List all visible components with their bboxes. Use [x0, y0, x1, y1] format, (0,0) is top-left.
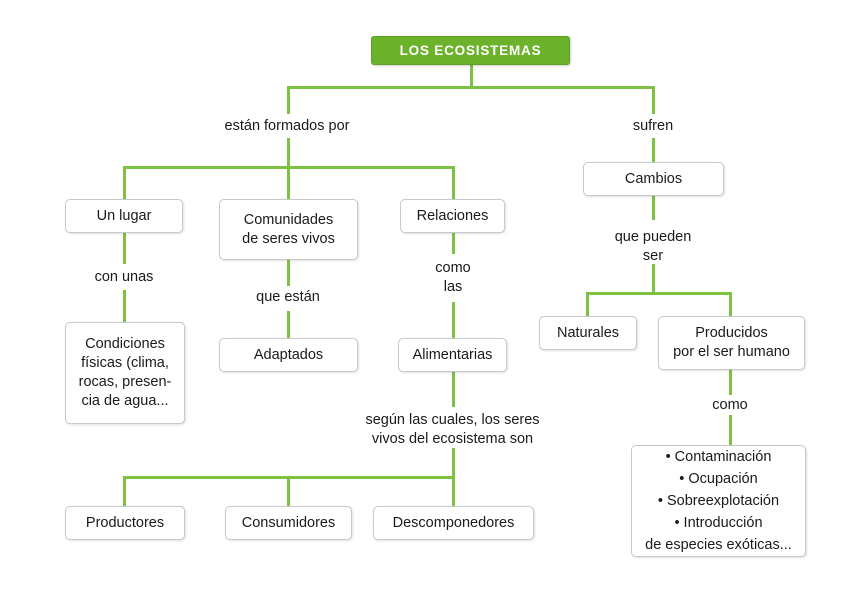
node-consumidores[interactable]: Consumidores — [225, 506, 352, 540]
caption-con-unas: con unas — [94, 269, 154, 285]
connector-relaciones-down — [452, 232, 455, 254]
connector-comunidades-down — [287, 259, 290, 286]
connector-segun-down — [452, 448, 455, 477]
connector-root-stem — [470, 64, 473, 88]
connector-con-unas-down — [123, 290, 126, 323]
connector-to-relaciones — [452, 166, 455, 199]
caption-como-las: como las — [435, 260, 471, 295]
connector-cambios-down — [652, 196, 655, 220]
connector-top-split-bar — [287, 86, 655, 89]
connector-to-comunidades — [287, 166, 290, 199]
connector-right-branch-down — [652, 86, 655, 114]
connector-formados-to-split — [287, 138, 290, 168]
node-adaptados[interactable]: Adaptados — [219, 338, 358, 372]
connector-quepueden-down — [652, 264, 655, 293]
node-root-los-ecosistemas[interactable]: LOS ECOSISTEMAS — [371, 36, 570, 65]
connector-to-descomponedores — [452, 476, 455, 506]
node-alimentarias[interactable]: Alimentarias — [398, 338, 507, 372]
caption-que-estan: que están — [256, 289, 320, 305]
node-naturales[interactable]: Naturales — [539, 316, 637, 350]
node-condiciones-fisicas[interactable]: Condiciones físicas (clima, rocas, prese… — [65, 322, 185, 424]
caption-estan-formados-por: están formados por — [224, 118, 350, 134]
node-producidos-por-el-ser-humano[interactable]: Producidos por el ser humano — [658, 316, 805, 370]
connector-un-lugar-down — [123, 232, 126, 264]
node-descomponedores[interactable]: Descomponedores — [373, 506, 534, 540]
caption-sufren: sufren — [632, 118, 674, 134]
connector-to-producidos — [729, 292, 732, 316]
connector-right-split-bar — [586, 292, 731, 295]
node-relaciones[interactable]: Relaciones — [400, 199, 505, 233]
caption-segun-las-cuales: según las cuales, los seres vivos del ec… — [365, 412, 540, 447]
connector-sufren-down — [652, 138, 655, 162]
connector-que-estan-down — [287, 311, 290, 339]
connector-to-naturales — [586, 292, 589, 316]
connector-alimentarias-down — [452, 371, 455, 407]
connector-left-branch-down — [287, 86, 290, 114]
caption-como: como — [712, 397, 748, 413]
node-productores[interactable]: Productores — [65, 506, 185, 540]
caption-que-pueden-ser: que pueden ser — [614, 229, 692, 264]
node-comunidades-de-seres-vivos[interactable]: Comunidades de seres vivos — [219, 199, 358, 260]
connector-producidos-down — [729, 370, 732, 395]
connector-como-las-down — [452, 302, 455, 339]
node-cambios[interactable]: Cambios — [583, 162, 724, 196]
connector-to-un-lugar — [123, 166, 126, 199]
node-un-lugar[interactable]: Un lugar — [65, 199, 183, 233]
connector-como-down — [729, 415, 732, 445]
connector-to-consumidores — [287, 476, 290, 506]
node-impactos-humanos[interactable]: • Contaminación • Ocupación • Sobreexplo… — [631, 445, 806, 557]
connector-to-productores — [123, 476, 126, 506]
